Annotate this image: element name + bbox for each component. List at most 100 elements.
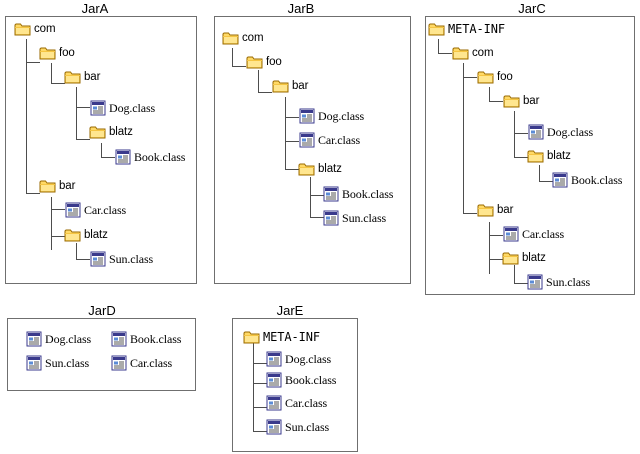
class-file-icon: [502, 226, 520, 242]
tree-node[interactable]: bar: [39, 176, 75, 196]
folder-icon: [452, 45, 470, 61]
node-label: bar: [523, 95, 540, 107]
tree-node[interactable]: com: [14, 19, 56, 39]
node-label: Book.class: [285, 373, 337, 387]
tree-node[interactable]: META-INF: [428, 19, 505, 39]
jar-title-jare: JarE: [276, 303, 304, 318]
folder-icon: [503, 93, 521, 109]
jar-panel-jara: com foo bar Dog.class blatz Book.class b…: [5, 16, 197, 284]
folder-icon: [502, 250, 520, 266]
tree-node[interactable]: blatz: [89, 122, 133, 142]
tree-node[interactable]: Car.class: [265, 393, 327, 413]
node-label: Sun.class: [109, 252, 154, 266]
node-label: blatz: [109, 126, 133, 138]
tree-node[interactable]: META-INF: [243, 327, 320, 347]
node-label: Sun.class: [45, 356, 90, 370]
class-file-icon: [265, 372, 283, 388]
tree-node[interactable]: Book.class: [322, 184, 393, 204]
node-label: Car.class: [318, 133, 361, 147]
tree-node[interactable]: Book.class: [551, 170, 622, 190]
jar-title-jarc: JarC: [518, 1, 546, 16]
tree-node[interactable]: Car.class: [64, 200, 126, 220]
folder-icon: [246, 54, 264, 70]
tree-node[interactable]: Sun.class: [526, 272, 590, 292]
tree-node[interactable]: Dog.class: [89, 98, 155, 118]
node-label: foo: [497, 71, 513, 83]
class-file-icon: [25, 331, 43, 347]
folder-icon: [64, 227, 82, 243]
jar-panel-jare: META-INF Dog.class Book.class Car.class …: [232, 318, 358, 452]
folder-icon: [298, 161, 316, 177]
node-label: Sun.class: [285, 420, 330, 434]
class-file-icon: [64, 202, 82, 218]
jar-panel-jarc: META-INF com foo bar Dog.class blatz Boo…: [425, 16, 635, 295]
node-label: blatz: [318, 163, 342, 175]
class-file-icon: [526, 274, 544, 290]
class-file-icon: [322, 210, 340, 226]
tree-node[interactable]: Car.class: [298, 130, 360, 150]
folder-icon: [243, 329, 261, 345]
tree-node[interactable]: Dog.class: [527, 122, 593, 142]
node-label: Dog.class: [109, 101, 156, 115]
node-label: Dog.class: [547, 125, 594, 139]
node-label: Sun.class: [342, 211, 387, 225]
node-label: bar: [497, 204, 514, 216]
tree-node[interactable]: blatz: [527, 146, 571, 166]
tree-node[interactable]: Book.class: [110, 329, 181, 349]
class-file-icon: [298, 132, 316, 148]
folder-icon: [477, 202, 495, 218]
class-file-icon: [110, 331, 128, 347]
class-file-icon: [551, 172, 569, 188]
folder-icon: [477, 69, 495, 85]
tree-node[interactable]: foo: [477, 67, 513, 87]
tree-node[interactable]: blatz: [502, 248, 546, 268]
tree-node[interactable]: com: [222, 28, 264, 48]
tree-node[interactable]: bar: [272, 76, 308, 96]
node-label: com: [34, 23, 56, 35]
class-file-icon: [89, 251, 107, 267]
folder-icon: [428, 21, 446, 37]
class-file-icon: [25, 355, 43, 371]
tree-node[interactable]: Sun.class: [25, 353, 89, 373]
class-file-icon: [110, 355, 128, 371]
tree-node[interactable]: Dog.class: [25, 329, 91, 349]
tree-node[interactable]: Book.class: [265, 370, 336, 390]
tree-node[interactable]: foo: [39, 43, 75, 63]
node-label: bar: [59, 180, 76, 192]
tree-node[interactable]: foo: [246, 52, 282, 72]
tree-node[interactable]: bar: [64, 67, 100, 87]
tree-node[interactable]: Car.class: [110, 353, 172, 373]
tree-node[interactable]: Book.class: [114, 147, 185, 167]
tree-node[interactable]: Dog.class: [298, 106, 364, 126]
folder-icon: [272, 78, 290, 94]
tree-node[interactable]: blatz: [64, 225, 108, 245]
tree-node[interactable]: Sun.class: [265, 417, 329, 437]
folder-icon: [39, 178, 57, 194]
node-label: bar: [292, 80, 309, 92]
tree-node[interactable]: Dog.class: [265, 349, 331, 369]
folder-icon: [89, 124, 107, 140]
node-label: blatz: [547, 150, 571, 162]
class-file-icon: [322, 186, 340, 202]
node-label: META-INF: [263, 330, 320, 344]
node-label: com: [242, 32, 264, 44]
folder-icon: [222, 30, 240, 46]
tree-node[interactable]: bar: [503, 91, 539, 111]
node-label: Car.class: [285, 396, 328, 410]
tree-node[interactable]: blatz: [298, 159, 342, 179]
node-label: Car.class: [130, 356, 173, 370]
folder-icon: [39, 45, 57, 61]
node-label: blatz: [84, 229, 108, 241]
node-label: Dog.class: [285, 352, 332, 366]
tree-node[interactable]: Sun.class: [89, 249, 153, 269]
node-label: com: [472, 47, 494, 59]
jar-panel-jard: Dog.class Book.class Sun.class Car.class: [7, 318, 196, 391]
tree-node[interactable]: Car.class: [502, 224, 564, 244]
node-label: Book.class: [130, 332, 182, 346]
node-label: blatz: [522, 252, 546, 264]
tree-node[interactable]: bar: [477, 200, 513, 220]
node-label: Book.class: [571, 173, 623, 187]
tree-node[interactable]: Sun.class: [322, 208, 386, 228]
tree-node[interactable]: com: [452, 43, 494, 63]
node-label: Car.class: [522, 227, 565, 241]
